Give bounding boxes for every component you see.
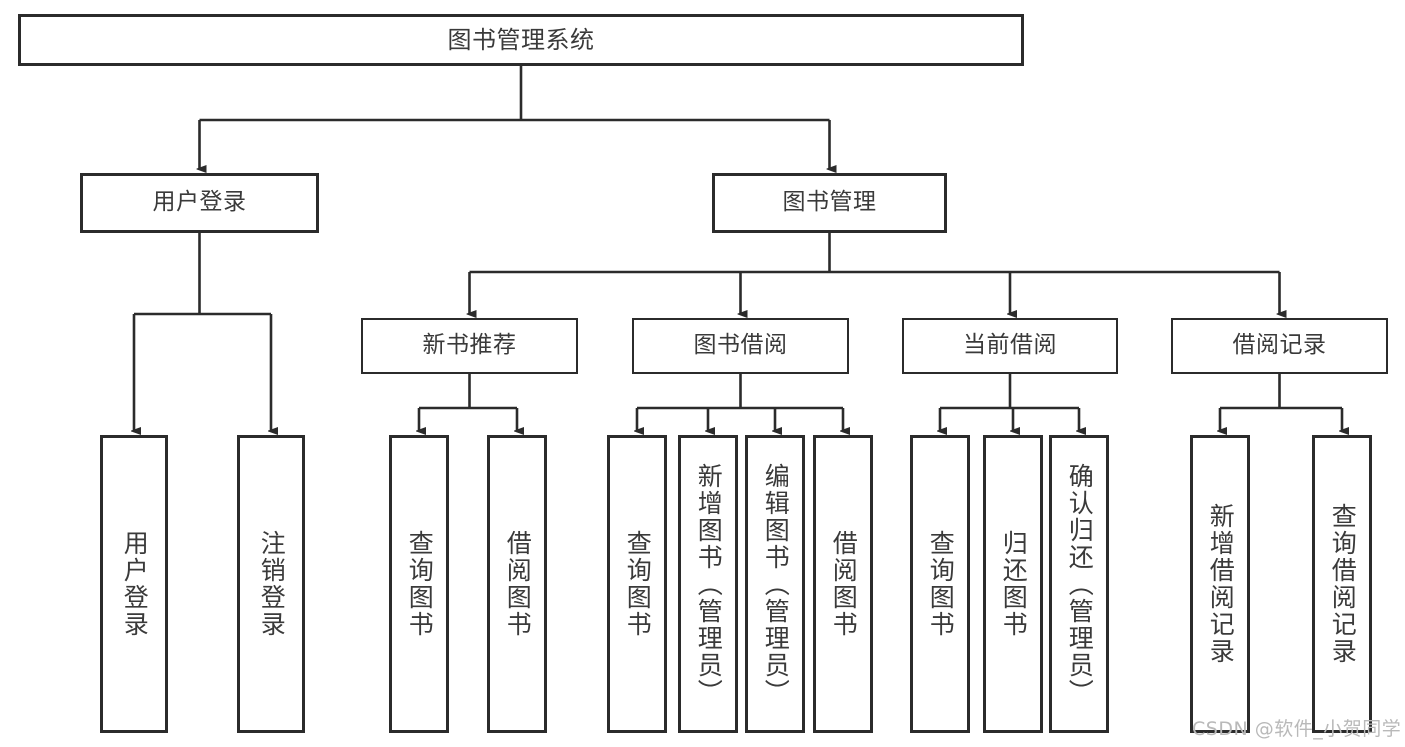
node-label: 当前借阅 [963, 332, 1057, 359]
node-label: 图书借阅 [693, 332, 788, 359]
node-label: 新增图书（管理员） [694, 462, 724, 706]
leaf-node-6[interactable]: 编辑图书（管理员） [745, 435, 805, 733]
leaf-node-0[interactable]: 用户登录 [100, 435, 168, 733]
leaf-node-7[interactable]: 借阅图书 [813, 435, 873, 733]
node-label: 确认归还（管理员） [1065, 462, 1095, 706]
node-label: 借阅图书 [829, 530, 859, 638]
leaf-node-8[interactable]: 查询图书 [910, 435, 970, 733]
leaf-node-11[interactable]: 新增借阅记录 [1190, 435, 1250, 733]
leaf-node-1[interactable]: 注销登录 [237, 435, 305, 733]
node-label: 新增借阅记录 [1206, 503, 1236, 665]
node-label: 借阅记录 [1232, 332, 1327, 359]
level2-node-1[interactable]: 图书借阅 [632, 318, 849, 374]
node-label: 借阅图书 [503, 530, 533, 638]
node-label: 用户登录 [152, 189, 247, 216]
node-label: 编辑图书（管理员） [761, 462, 791, 706]
node-label: 查询图书 [926, 530, 956, 638]
leaf-node-12[interactable]: 查询借阅记录 [1312, 435, 1372, 733]
leaf-node-9[interactable]: 归还图书 [983, 435, 1043, 733]
leaf-node-3[interactable]: 借阅图书 [487, 435, 547, 733]
node-label: 新书推荐 [422, 332, 517, 359]
node-label: 查询借阅记录 [1328, 503, 1358, 665]
level1-node-1[interactable]: 图书管理 [712, 173, 947, 233]
node-label: 归还图书 [999, 530, 1029, 638]
level1-node-0[interactable]: 用户登录 [80, 173, 319, 233]
leaf-node-2[interactable]: 查询图书 [389, 435, 449, 733]
csdn-watermark: CSDN @软件_小贺同学 [1192, 718, 1402, 740]
node-label: 查询图书 [623, 530, 653, 638]
leaf-node-4[interactable]: 查询图书 [607, 435, 667, 733]
leaf-node-10[interactable]: 确认归还（管理员） [1049, 435, 1109, 733]
node-label: 注销登录 [257, 530, 287, 638]
node-label: 图书管理系统 [447, 25, 595, 54]
node-label: 图书管理 [782, 189, 877, 216]
node-label: 查询图书 [405, 530, 435, 638]
leaf-node-5[interactable]: 新增图书（管理员） [678, 435, 738, 733]
level2-node-2[interactable]: 当前借阅 [902, 318, 1118, 374]
root-node[interactable]: 图书管理系统 [18, 14, 1024, 66]
level2-node-0[interactable]: 新书推荐 [361, 318, 578, 374]
level2-node-3[interactable]: 借阅记录 [1171, 318, 1388, 374]
node-label: 用户登录 [120, 530, 150, 638]
